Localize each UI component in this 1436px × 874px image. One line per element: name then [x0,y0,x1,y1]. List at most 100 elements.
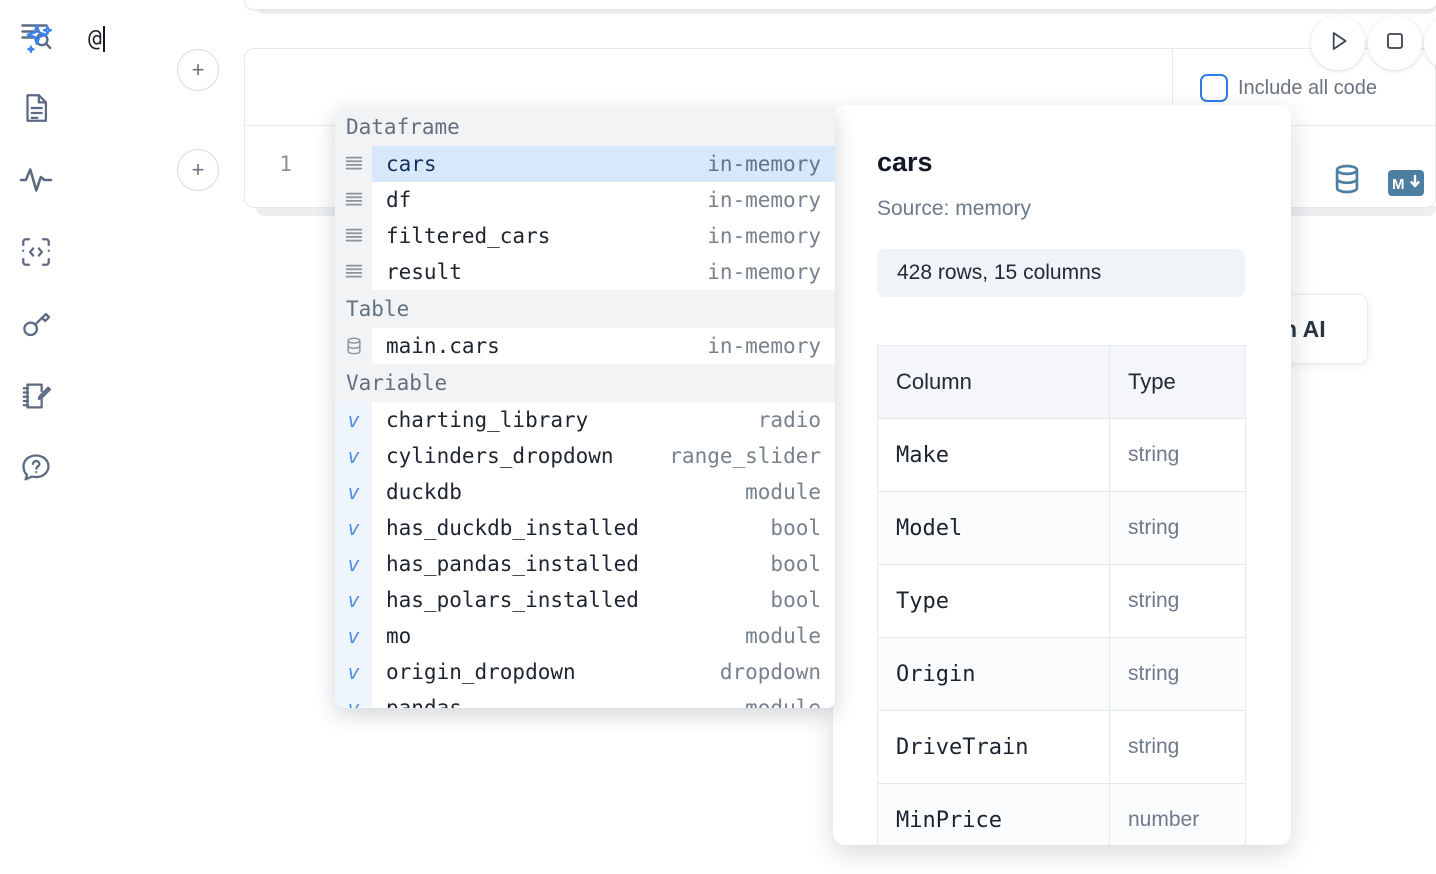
autocomplete-item-name: cars [386,152,437,176]
details-title: cars [877,147,933,177]
autocomplete-item-name: main.cars [386,334,500,358]
add-cell-button-top[interactable]: + [177,49,219,91]
schema-column-name: Make [877,418,1110,492]
dataframe-details-panel: cars Source: memory 428 rows, 15 columns… [833,105,1291,845]
add-cell-button-bottom[interactable]: + [177,149,219,191]
sidebar-item-snippets[interactable] [12,228,60,276]
autocomplete-item[interactable]: v pandas module [335,690,835,708]
schema-column-name: Origin [877,637,1110,711]
dataframe-icon [335,182,372,218]
autocomplete-item-name: has_pandas_installed [386,552,639,576]
autocomplete-item-type: in-memory [707,224,821,248]
schema-column-name: Type [877,564,1110,638]
schema-column-type: string [1109,418,1246,492]
autocomplete-item-type: in-memory [707,152,821,176]
autocomplete-item-name: origin_dropdown [386,660,576,684]
notebook-edit-icon [19,379,53,413]
sidebar-rail [0,0,72,874]
variable-icon: v [335,690,372,708]
schema-column-type: string [1109,637,1246,711]
autocomplete-item[interactable]: main.cars in-memory [335,328,835,364]
autocomplete-item-name: df [386,188,412,212]
previous-cell [244,0,1436,10]
database-icon[interactable] [1330,162,1364,201]
details-shape-badge: 428 rows, 15 columns [877,249,1245,297]
autocomplete-section-header: Dataframe [335,108,835,146]
markdown-badge[interactable]: M [1388,170,1424,201]
plus-icon: + [191,157,205,182]
sidebar-item-scratchpad[interactable] [12,372,60,420]
autocomplete-item-type: module [745,480,821,504]
schema-column-type: string [1109,710,1246,784]
text-cursor [102,26,105,52]
autocomplete-item-name: has_duckdb_installed [386,516,639,540]
stop-button[interactable] [1368,16,1422,70]
sidebar-item-activity[interactable] [12,156,60,204]
table-header-row: Column Type [877,345,1246,419]
cell-output-icons [1330,162,1364,201]
autocomplete-item[interactable]: v has_pandas_installed bool [335,546,835,582]
sidebar-item-help[interactable] [12,444,60,492]
autocomplete-item-type: in-memory [707,334,821,358]
key-icon [19,307,53,341]
autocomplete-item[interactable]: v origin_dropdown dropdown [335,654,835,690]
dataframe-icon [335,146,372,182]
autocomplete-item-type: range_slider [669,444,821,468]
autocomplete-item-name: has_polars_installed [386,588,639,612]
autocomplete-item-name: duckdb [386,480,462,504]
schema-column-name: MinPrice [877,783,1110,845]
dataframe-icon [335,218,372,254]
autocomplete-item-type: module [745,624,821,648]
autocomplete-section-header: Variable [335,364,835,402]
autocomplete-item-type: dropdown [719,660,821,684]
autocomplete-item[interactable]: cars in-memory [335,146,835,182]
previous-cell-shadow [256,6,1436,14]
variable-icon: v [335,438,372,474]
autocomplete-item[interactable]: df in-memory [335,182,835,218]
autocomplete-item-type: in-memory [707,188,821,212]
autocomplete-item-name: filtered_cars [386,224,551,248]
run-button[interactable] [1311,16,1365,70]
svg-text:M: M [1392,176,1405,193]
details-source: Source: memory [877,197,1032,220]
include-all-code-checkbox[interactable] [1200,74,1228,102]
schema-column-type: string [1109,564,1246,638]
variable-icon: v [335,474,372,510]
include-all-code-row[interactable]: Include all code [1200,74,1377,102]
autocomplete-item-type: bool [770,588,821,612]
ai-prompt-input[interactable]: @ [88,14,968,64]
more-button[interactable] [1424,16,1436,70]
autocomplete-item-type: module [745,696,821,708]
sidebar-item-notebook[interactable] [12,84,60,132]
autocomplete-item-name: pandas [386,696,462,708]
autocomplete-item[interactable]: filtered_cars in-memory [335,218,835,254]
variable-icon: v [335,546,372,582]
document-icon [19,91,53,125]
schema-column-name: DriveTrain [877,710,1110,784]
variable-icon: v [335,510,372,546]
variable-icon: v [335,654,372,690]
variable-icon: v [335,618,372,654]
autocomplete-section-header: Table [335,290,835,328]
markdown-icon: M [1388,170,1424,201]
autocomplete-item-type: bool [770,552,821,576]
help-chat-icon [19,451,53,485]
code-line-number: 1 [279,152,292,176]
sidebar-item-secrets[interactable] [12,300,60,348]
variable-icon: v [335,402,372,438]
